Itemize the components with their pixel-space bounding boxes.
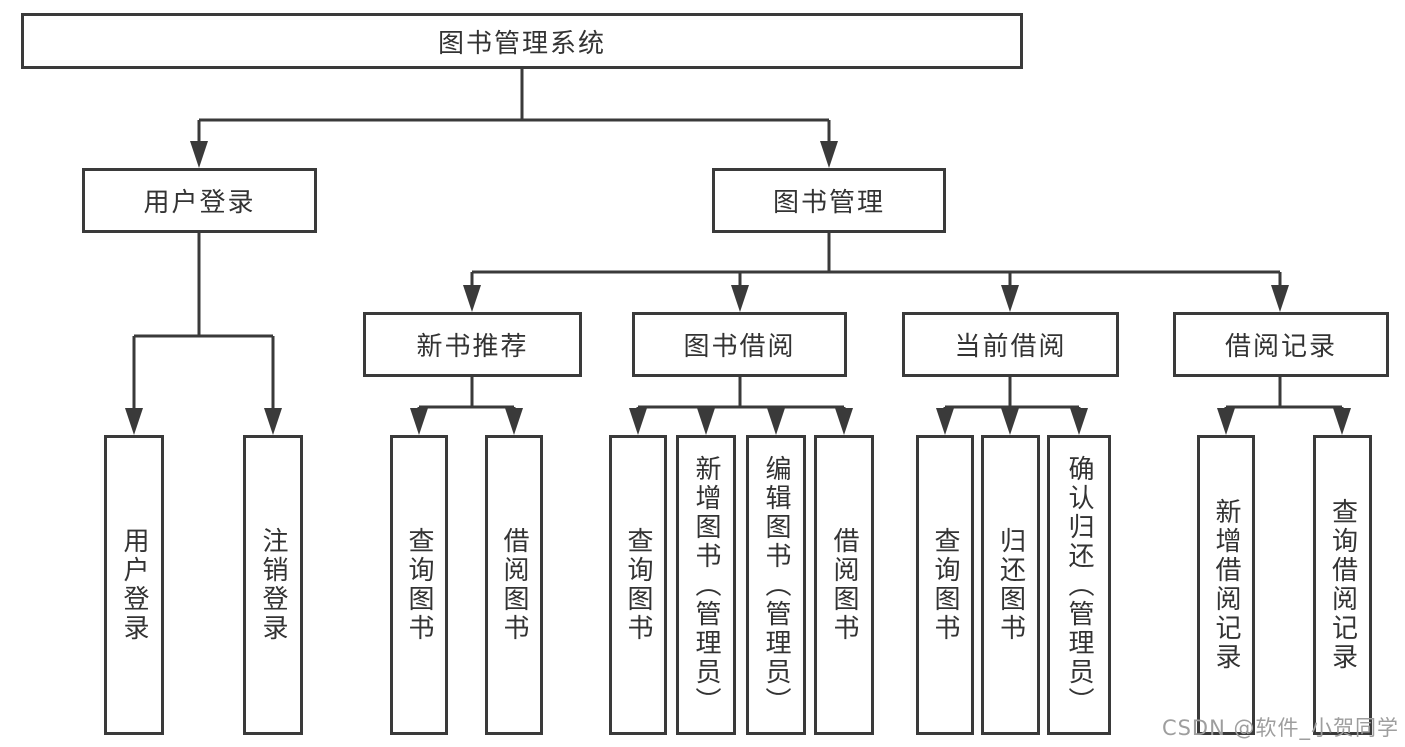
- node-book-management: 图书管理: [712, 168, 946, 233]
- leaf-user-login: 用户登录: [104, 435, 164, 735]
- leaf-borrow-edit-admin: 编辑图书（管理员）: [746, 435, 806, 735]
- node-label: 借阅图书: [829, 527, 859, 643]
- leaf-records-query: 查询借阅记录: [1313, 435, 1372, 735]
- node-label: 查询图书: [930, 527, 960, 643]
- leaf-current-query: 查询图书: [916, 435, 974, 735]
- leaf-borrow-query: 查询图书: [609, 435, 667, 735]
- node-label: 编辑图书（管理员）: [761, 454, 791, 716]
- node-label: 确认归还（管理员）: [1064, 454, 1094, 716]
- node-label: 新增图书（管理员）: [691, 454, 721, 716]
- arrowhead-icons: [125, 141, 1351, 435]
- node-new-book-recommend: 新书推荐: [363, 312, 582, 377]
- node-borrow-records: 借阅记录: [1173, 312, 1389, 377]
- node-label: 借阅图书: [499, 527, 529, 643]
- watermark: CSDN @软件_小贺同学: [1161, 716, 1399, 740]
- node-label: 查询图书: [404, 527, 434, 643]
- node-label: 用户登录: [143, 188, 256, 218]
- leaf-borrow-borrow: 借阅图书: [814, 435, 874, 735]
- node-label: 当前借阅: [954, 332, 1067, 362]
- node-label: 查询借阅记录: [1327, 498, 1358, 672]
- node-label: 新书推荐: [416, 332, 529, 362]
- node-book-borrow: 图书借阅: [632, 312, 847, 377]
- node-label: 用户登录: [119, 527, 149, 643]
- node-label: 图书管理: [772, 188, 885, 218]
- node-label: 查询图书: [623, 527, 653, 643]
- leaf-logout: 注销登录: [243, 435, 303, 735]
- leaf-newbooks-borrow: 借阅图书: [485, 435, 543, 735]
- node-label: 注销登录: [258, 527, 288, 643]
- node-label: 借阅记录: [1224, 332, 1337, 362]
- node-root-system: 图书管理系统: [21, 13, 1023, 69]
- leaf-records-add: 新增借阅记录: [1197, 435, 1255, 735]
- leaf-newbooks-query: 查询图书: [390, 435, 448, 735]
- node-label: 归还图书: [995, 527, 1026, 643]
- leaf-current-return: 归还图书: [981, 435, 1040, 735]
- node-label: 图书借阅: [683, 332, 796, 362]
- node-current-borrow: 当前借阅: [902, 312, 1119, 377]
- node-user-login: 用户登录: [82, 168, 317, 233]
- node-label: 图书管理系统: [437, 28, 606, 59]
- node-label: 新增借阅记录: [1211, 498, 1241, 672]
- leaf-borrow-add-admin: 新增图书（管理员）: [676, 435, 736, 735]
- leaf-current-confirm-admin: 确认归还（管理员）: [1047, 435, 1111, 735]
